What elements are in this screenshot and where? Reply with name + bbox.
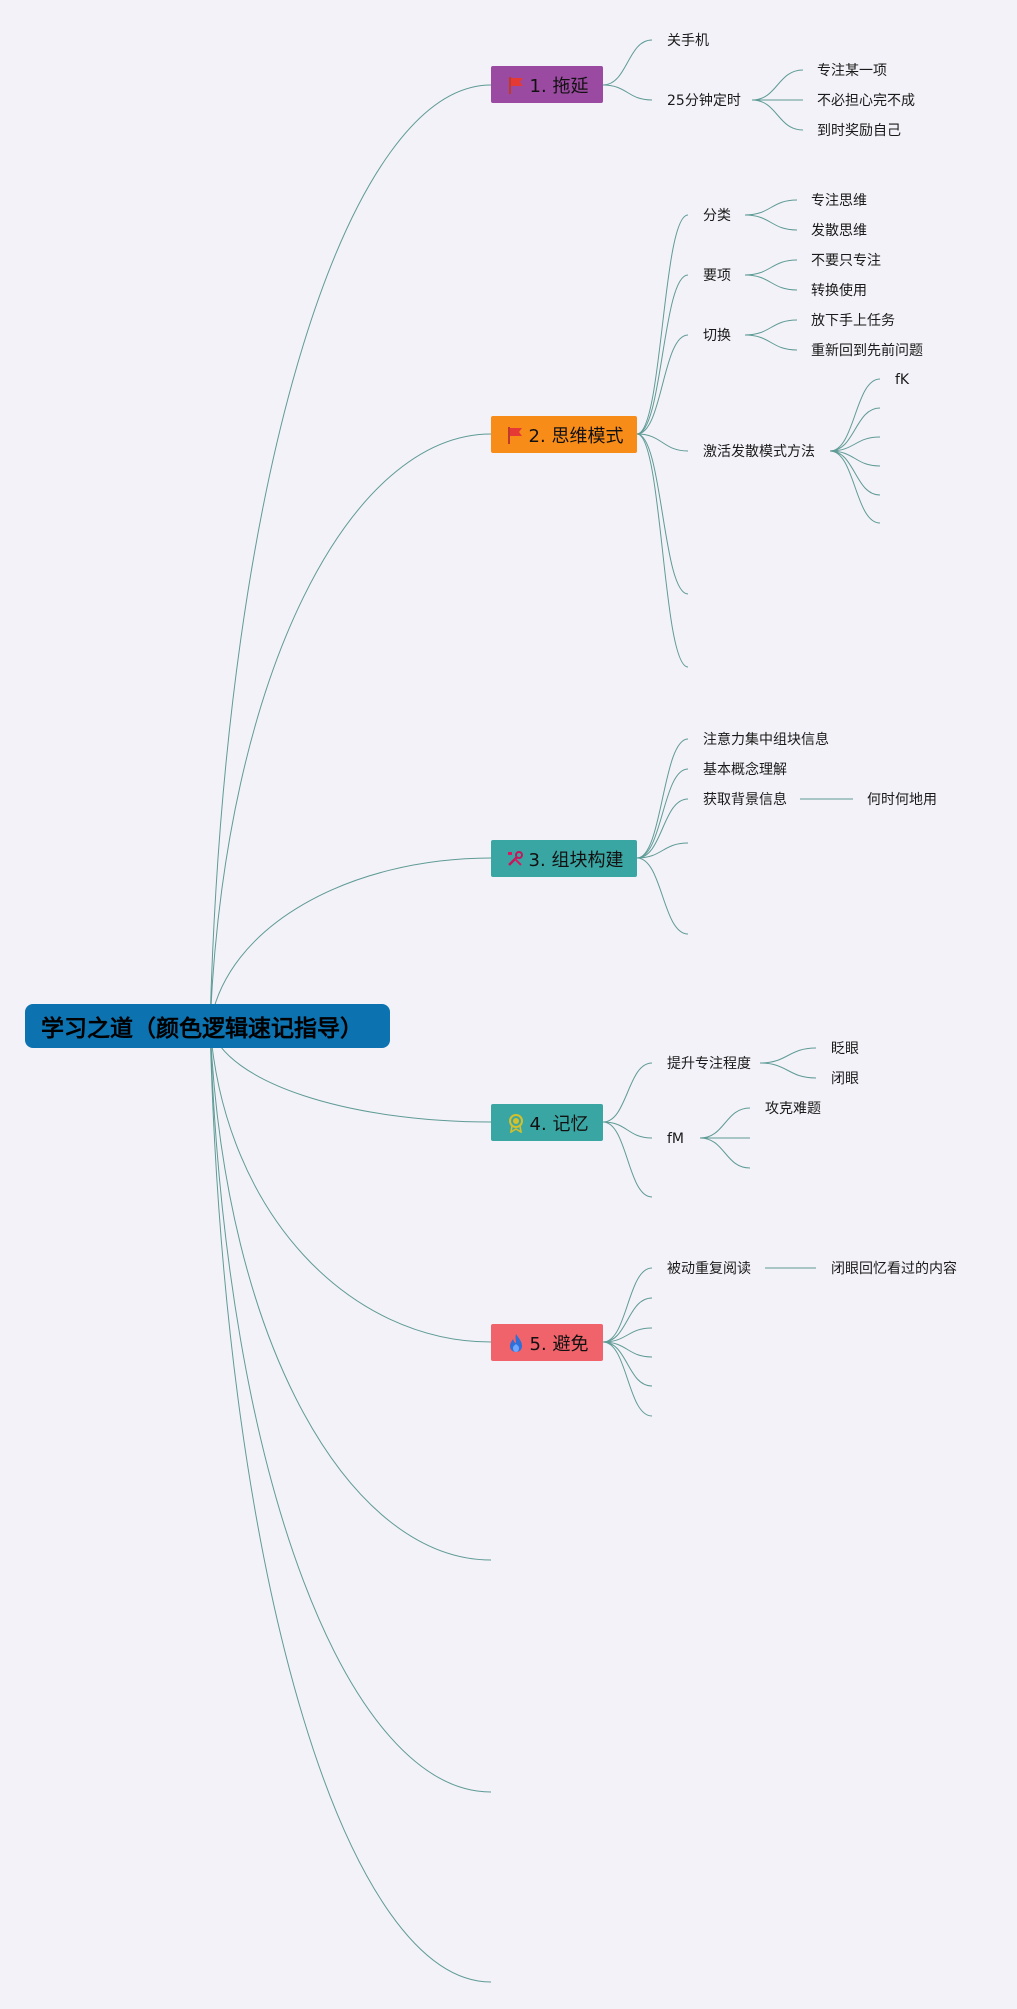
node-recall-content[interactable]: 闭眼回忆看过的内容 — [831, 1261, 957, 1277]
node-when-where[interactable]: 何时何地用 — [867, 792, 937, 808]
connector-line — [636, 433, 689, 452]
node-25min-timer[interactable]: 25分钟定时 — [667, 93, 741, 109]
flame-icon — [506, 1333, 526, 1353]
connector-line — [744, 214, 798, 231]
connector-line — [636, 214, 689, 435]
connector-line — [602, 1121, 653, 1139]
branch-label: 4. 记忆 — [529, 1113, 589, 1135]
connector-line — [751, 99, 804, 131]
node-improve-focus[interactable]: 提升专注程度 — [667, 1056, 751, 1072]
connector-line — [636, 433, 689, 668]
branch-label: 1. 拖延 — [529, 75, 589, 97]
node-return-problem[interactable]: 重新回到先前问题 — [811, 343, 923, 359]
trunk-connector — [209, 433, 492, 1027]
connector-line — [759, 1062, 817, 1079]
node-background-info[interactable]: 获取背景信息 — [703, 792, 787, 808]
connector-line — [744, 334, 798, 351]
connector-line — [829, 378, 881, 452]
node-fm[interactable]: fM — [667, 1131, 685, 1147]
tools-icon — [505, 849, 525, 869]
connector-line — [602, 39, 653, 86]
node-switch[interactable]: 切换 — [703, 328, 731, 344]
node-no-worry[interactable]: 不必担心完不成 — [817, 93, 915, 109]
node-switch-use[interactable]: 转换使用 — [811, 283, 867, 299]
node-blink[interactable]: 眨眼 — [831, 1041, 859, 1057]
connector-line — [636, 768, 689, 859]
connector-line — [759, 1047, 817, 1064]
red-flag-icon — [506, 75, 526, 95]
red-flag-icon — [505, 425, 525, 445]
node-focus-mode[interactable]: 专注思维 — [811, 193, 867, 209]
node-close-eyes[interactable]: 闭眼 — [831, 1071, 859, 1087]
connector-line — [829, 407, 881, 452]
node-reward-self[interactable]: 到时奖励自己 — [817, 123, 901, 139]
connector-line — [602, 1341, 653, 1387]
connector-line — [602, 84, 653, 101]
node-passive-reread[interactable]: 被动重复阅读 — [667, 1261, 751, 1277]
connector-line — [636, 274, 689, 435]
node-key-points[interactable]: 要项 — [703, 268, 731, 284]
connector-line — [829, 450, 881, 496]
connector-line — [829, 450, 881, 524]
trunk-connector — [209, 1025, 492, 1983]
node-tackle-problem[interactable]: 攻克难题 — [765, 1101, 821, 1117]
connector-line — [744, 319, 798, 336]
trunk-connector — [209, 857, 492, 1027]
node-close-phone[interactable]: 关手机 — [667, 33, 709, 49]
connector-line — [602, 1062, 653, 1123]
connector-line — [744, 274, 798, 291]
trunk-connector — [209, 84, 492, 1027]
branch-procrastination[interactable]: 1. 拖延 — [491, 66, 603, 103]
node-put-down-task[interactable]: 放下手上任务 — [811, 313, 895, 329]
node-fk[interactable]: fK — [895, 372, 910, 388]
branch-label: 3. 组块构建 — [528, 849, 624, 871]
branch-label: 5. 避免 — [529, 1333, 589, 1355]
connector-line — [636, 433, 689, 595]
branch-chunking[interactable]: 3. 组块构建 — [491, 840, 637, 877]
node-focus-one-item[interactable]: 专注某一项 — [817, 63, 887, 79]
branch-memory[interactable]: 4. 记忆 — [491, 1104, 603, 1141]
node-category[interactable]: 分类 — [703, 208, 731, 224]
branch-label: 2. 思维模式 — [528, 425, 624, 447]
connector-line — [744, 259, 798, 276]
connector-line — [602, 1341, 653, 1417]
root-topic-label: 学习之道（颜色逻辑速记指导） — [41, 1016, 363, 1042]
connector-line — [602, 1267, 653, 1343]
connector-line — [636, 842, 689, 859]
connector-line — [636, 857, 689, 935]
node-attention-chunk[interactable]: 注意力集中组块信息 — [703, 732, 829, 748]
branch-avoid[interactable]: 5. 避免 — [491, 1324, 603, 1361]
trunk-connector — [209, 1025, 492, 1561]
connector-line — [602, 1327, 653, 1343]
branch-thinking-mode[interactable]: 2. 思维模式 — [491, 416, 637, 453]
connector-line — [636, 798, 689, 859]
node-activate-diffuse[interactable]: 激活发散模式方法 — [703, 444, 815, 460]
trunk-connector — [209, 1025, 492, 1343]
connector-line — [699, 1107, 751, 1139]
node-diffuse-mode[interactable]: 发散思维 — [811, 223, 867, 239]
node-basic-concept[interactable]: 基本概念理解 — [703, 762, 787, 778]
connector-line — [699, 1137, 751, 1169]
connector-line — [636, 334, 689, 435]
connector-line — [829, 450, 881, 467]
root-topic[interactable]: 学习之道（颜色逻辑速记指导） — [25, 1004, 390, 1048]
connector-line — [744, 199, 798, 216]
trunk-connector — [209, 1025, 492, 1793]
connector-line — [636, 738, 689, 859]
connector-line — [602, 1121, 653, 1198]
connector-line — [829, 436, 881, 452]
connector-line — [751, 69, 804, 101]
node-not-only-focus[interactable]: 不要只专注 — [811, 253, 881, 269]
award-badge-icon — [506, 1113, 526, 1133]
connector-line — [602, 1297, 653, 1343]
